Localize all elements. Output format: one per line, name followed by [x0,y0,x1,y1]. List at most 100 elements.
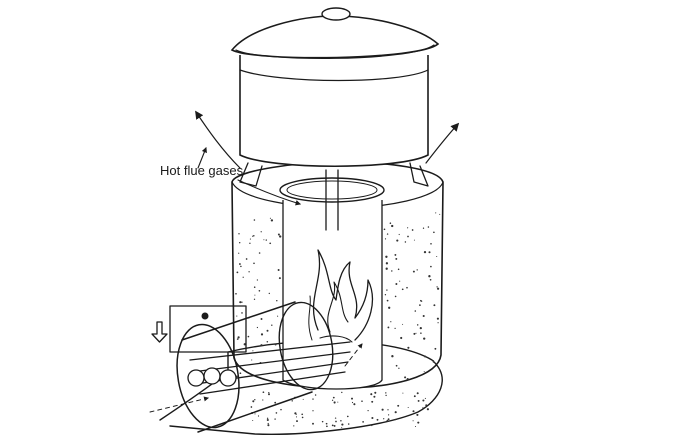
speckle [241,301,243,303]
speckle [321,420,324,423]
speckle [432,361,435,363]
speckle [277,315,279,317]
speckle [430,265,432,268]
speckle [250,406,253,408]
speckle [416,324,419,326]
speckle [429,278,432,281]
cooking-pot [230,7,440,168]
speckle [385,262,389,265]
speckle [397,404,400,407]
speckle [436,317,439,320]
speckle [347,423,350,425]
speckle [423,250,427,254]
speckle [412,410,415,413]
speckle [237,336,240,339]
speckle [266,417,269,419]
speckle [386,299,389,302]
speckle [351,401,354,404]
speckle [425,404,428,407]
speckle [394,418,396,421]
speckle [267,422,269,425]
speckle [394,295,397,298]
speckle [312,410,314,412]
speckle [295,416,298,418]
speckle [385,255,388,258]
speckle [314,394,317,396]
speckle [394,253,397,256]
log-end [187,369,205,387]
speckle [404,241,407,243]
speckle [373,395,376,398]
speckle [388,306,391,309]
speckle [386,233,389,235]
speckle [412,270,415,273]
speckle [301,413,304,416]
speckle [326,425,328,428]
speckle [239,301,242,304]
speckle [437,322,439,324]
speckle [423,371,425,373]
speckle [260,318,263,320]
speckle [269,217,271,219]
speckle [239,372,242,375]
speckle [416,269,418,271]
speckle [407,227,409,229]
speckle [262,399,264,401]
speckle [260,231,262,233]
speckle [395,257,398,260]
speckle [275,412,278,414]
speckle [253,298,256,300]
speckle [254,399,256,401]
fuel-magazine [176,301,334,433]
speckle [341,427,343,429]
speckle [387,414,390,416]
speckle [257,415,260,417]
speckle [371,400,374,403]
speckle [424,355,427,358]
speckle [434,347,437,350]
speckle [367,409,369,412]
speckle [412,420,414,422]
speckle [420,332,422,334]
speckle [274,401,277,404]
speckle [242,276,244,278]
speckle [436,287,440,290]
speckle [256,326,259,329]
speckle [390,321,392,323]
speckle [335,420,337,423]
speckle [254,413,256,415]
speckle [302,398,304,400]
speckle [419,304,421,306]
speckle [413,395,416,398]
log-end [203,367,221,385]
feed-door-plate [169,305,247,353]
speckle [394,327,396,330]
speckle [251,359,253,361]
wood-sticks [187,335,353,395]
down-arrow [151,321,168,343]
speckle [433,231,435,234]
speckle [274,343,277,346]
speckle [385,267,388,270]
speckle [414,310,417,312]
speckle [370,393,373,396]
speckle [422,227,425,229]
speckle [274,418,276,420]
speckle [333,424,336,427]
speckle [331,399,334,401]
speckle [391,224,394,228]
speckle [411,229,414,231]
speckle [385,394,387,397]
speckle [262,391,265,394]
speckle [436,286,438,288]
speckle [419,326,422,330]
speckle [398,367,400,369]
speckle [334,417,337,419]
speckle [402,392,404,394]
speckle [279,235,282,238]
speckle [383,228,386,231]
speckle [266,329,269,332]
speckle [422,407,424,409]
speckle [325,422,328,425]
